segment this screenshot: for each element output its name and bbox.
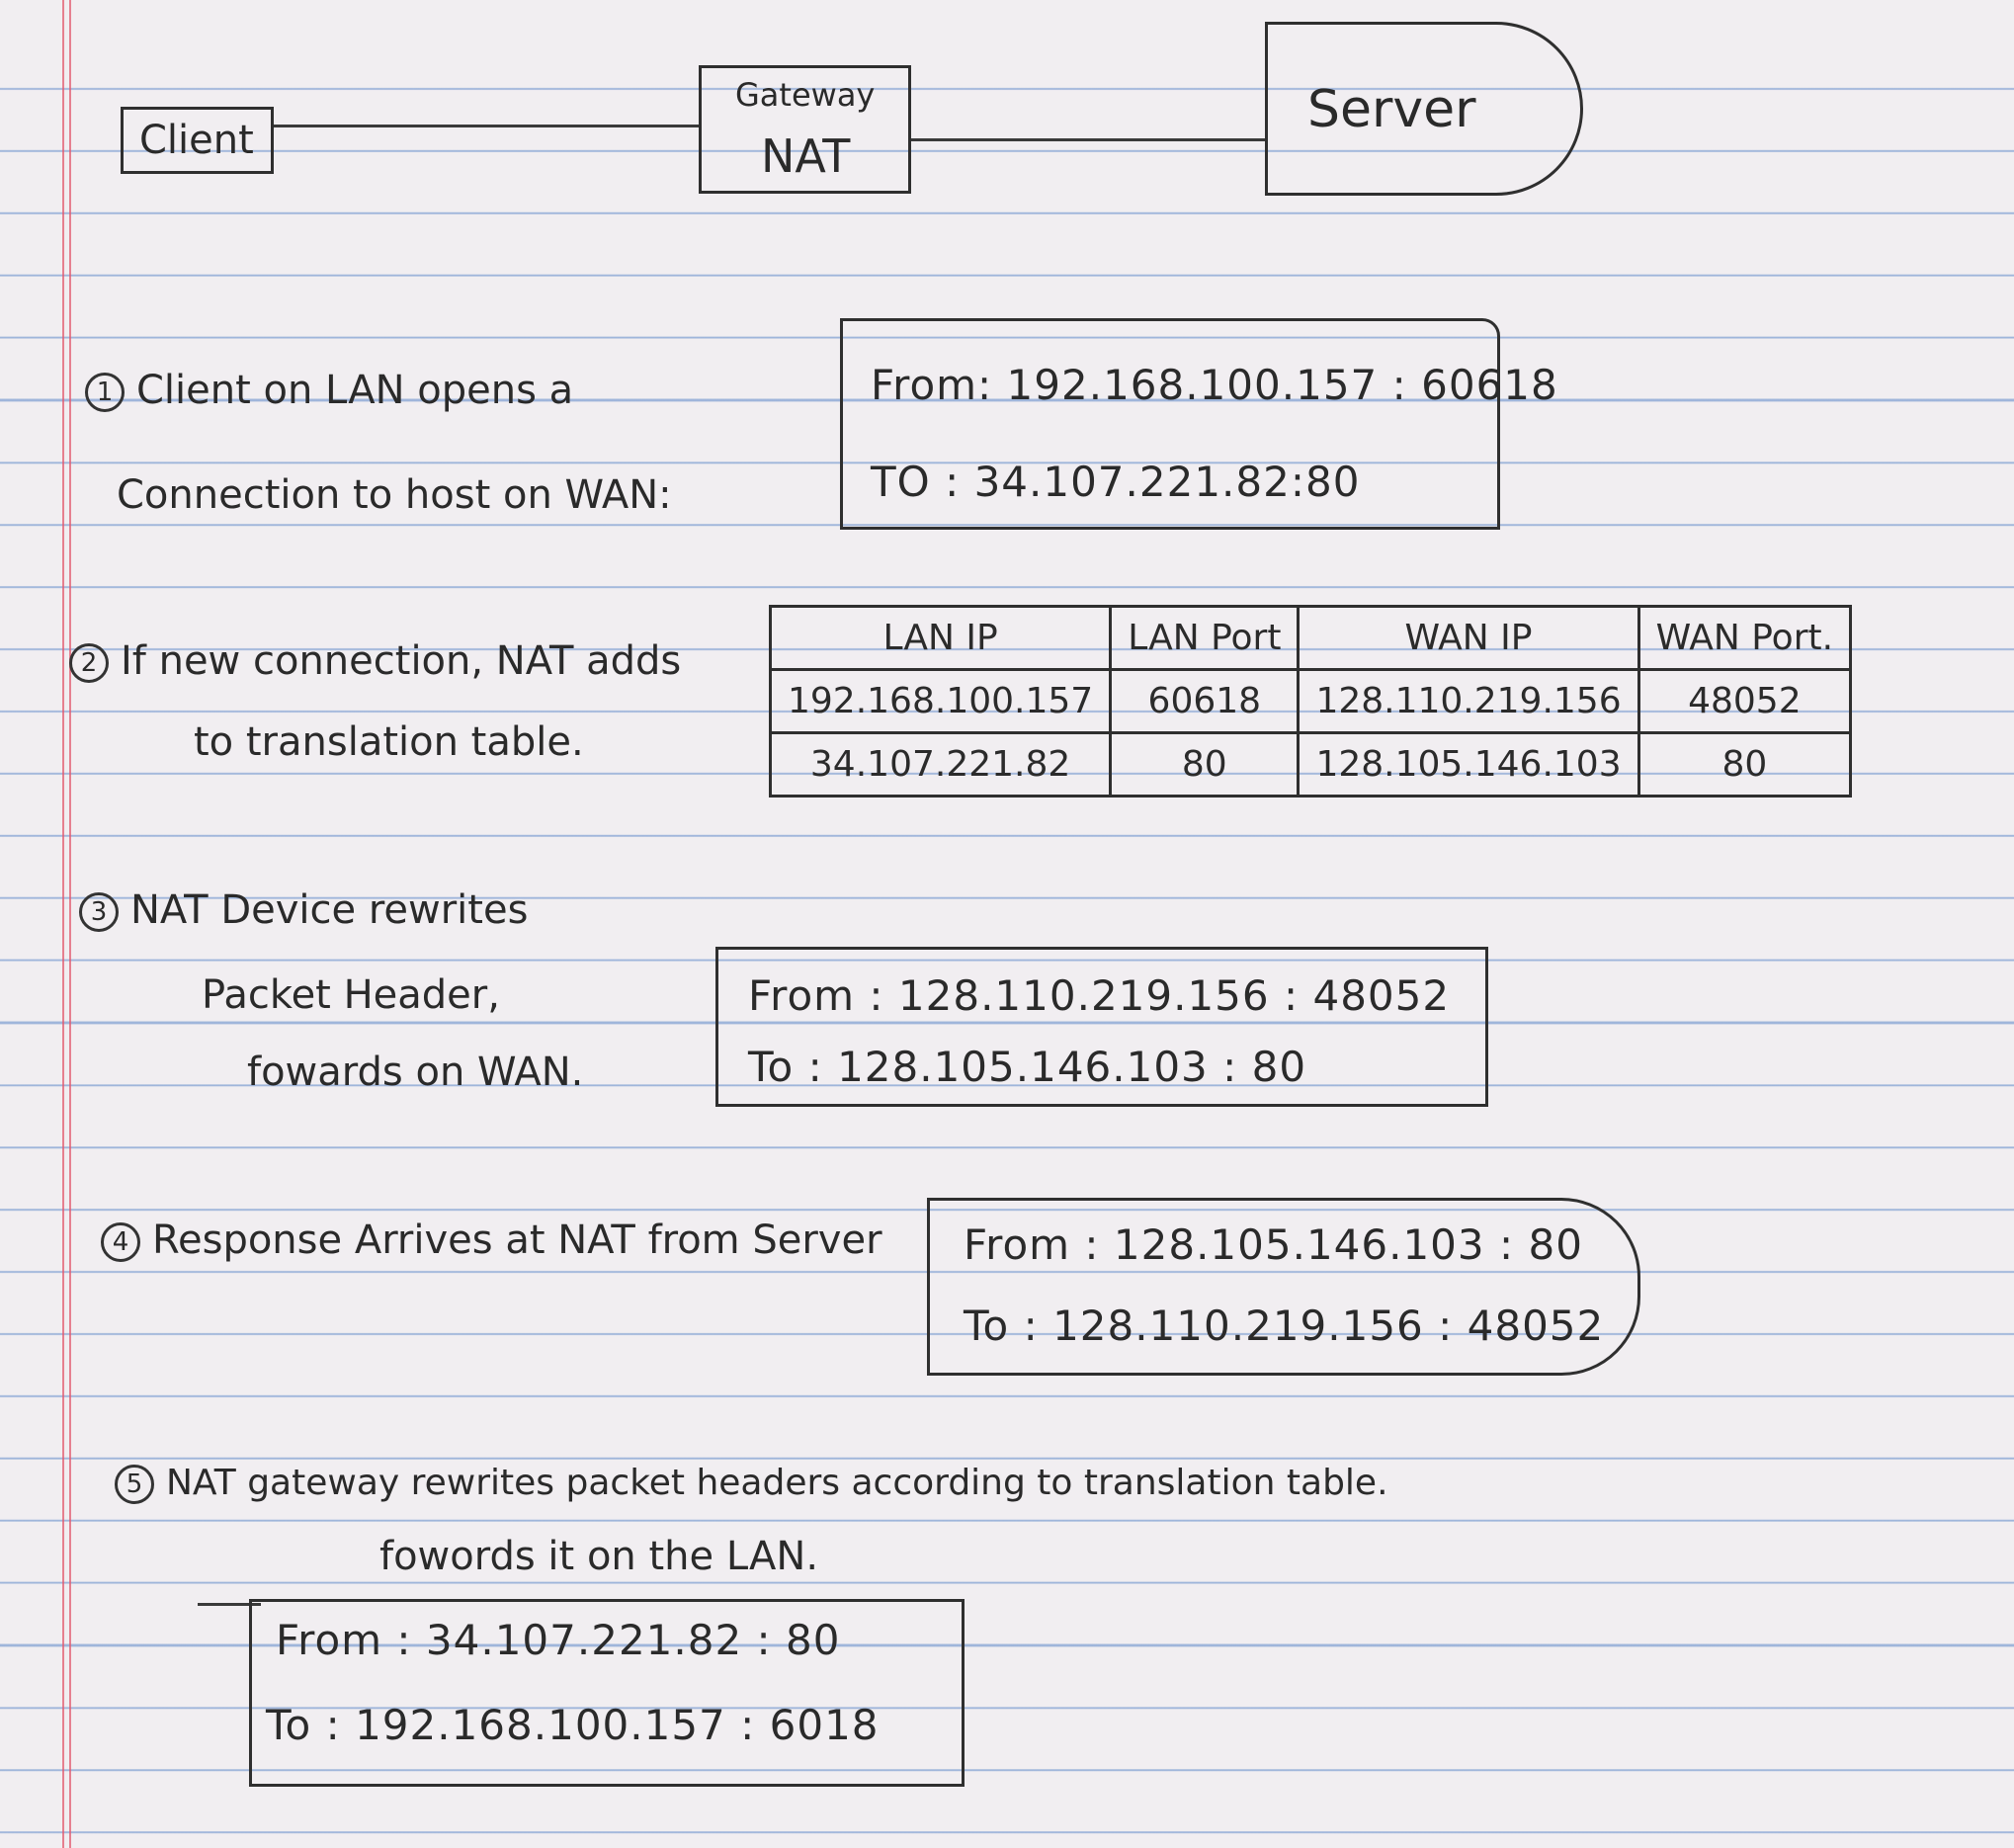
gateway-box: Gateway NAT <box>699 65 911 194</box>
step-3-line2: Packet Header, <box>202 972 500 1018</box>
packet-from: From : 128.105.146.103 : 80 <box>964 1220 1583 1269</box>
table-cell: 80 <box>1109 731 1301 798</box>
step-1-line2: Connection to host on WAN: <box>117 472 672 518</box>
table-cell: 128.105.146.103 <box>1297 731 1640 798</box>
table-cell: 48052 <box>1636 668 1853 734</box>
server-box: Server <box>1265 22 1583 196</box>
packet-from: From : 128.110.219.156 : 48052 <box>748 971 1451 1020</box>
client-gateway-link <box>274 125 699 127</box>
step-number: 5 <box>115 1465 154 1504</box>
client-box: Client <box>121 107 274 174</box>
step-number: 4 <box>101 1222 140 1262</box>
packet-to: TO : 34.107.221.82:80 <box>871 458 1361 506</box>
column-header: LAN IP <box>768 605 1113 671</box>
table-row: 34.107.221.82 80 128.105.146.103 80 <box>768 731 1853 798</box>
step-number: 2 <box>69 643 109 683</box>
table-header-row: LAN IP LAN Port WAN IP WAN Port. <box>768 605 1853 671</box>
table-row: 192.168.100.157 60618 128.110.219.156 48… <box>768 668 1853 734</box>
step-number: 3 <box>79 892 119 932</box>
table-cell: 60618 <box>1109 668 1301 734</box>
packet-to: To : 128.110.219.156 : 48052 <box>964 1302 1605 1350</box>
table-cell: 192.168.100.157 <box>768 668 1113 734</box>
margin-line <box>62 0 64 1848</box>
step-3-line3: fowards on WAN. <box>247 1050 584 1095</box>
step-5-packet-box: From : 34.107.221.82 : 80 To : 192.168.1… <box>249 1599 965 1787</box>
translation-table: LAN IP LAN Port WAN IP WAN Port. 192.168… <box>768 605 1853 798</box>
column-header: WAN IP <box>1297 605 1640 671</box>
table-cell: 128.110.219.156 <box>1297 668 1640 734</box>
step-3-packet-box: From : 128.110.219.156 : 48052 To : 128.… <box>715 947 1488 1107</box>
packet-to: To : 192.168.100.157 : 6018 <box>266 1701 880 1749</box>
column-header: WAN Port. <box>1636 605 1853 671</box>
gateway-label-line1: Gateway <box>735 76 876 114</box>
packet-from: From: 192.168.100.157 : 60618 <box>871 361 1558 409</box>
packet-from: From : 34.107.221.82 : 80 <box>276 1616 841 1664</box>
step-2-line2: to translation table. <box>194 719 584 765</box>
table-cell: 34.107.221.82 <box>768 731 1113 798</box>
step-number: 1 <box>85 373 125 412</box>
margin-line <box>69 0 71 1848</box>
table-cell: 80 <box>1636 731 1853 798</box>
gateway-label-line2: NAT <box>761 129 851 183</box>
packet-to: To : 128.105.146.103 : 80 <box>748 1043 1307 1091</box>
gateway-server-link <box>911 138 1267 141</box>
server-label: Server <box>1307 80 1476 139</box>
step-5-line2: fowords it on the LAN. <box>379 1534 819 1579</box>
client-label: Client <box>139 118 254 163</box>
column-header: LAN Port <box>1109 605 1301 671</box>
step-1-packet-box: From: 192.168.100.157 : 60618 TO : 34.10… <box>840 318 1557 530</box>
step-4-packet-box: From : 128.105.146.103 : 80 To : 128.110… <box>927 1198 1640 1376</box>
underline <box>198 1603 261 1606</box>
